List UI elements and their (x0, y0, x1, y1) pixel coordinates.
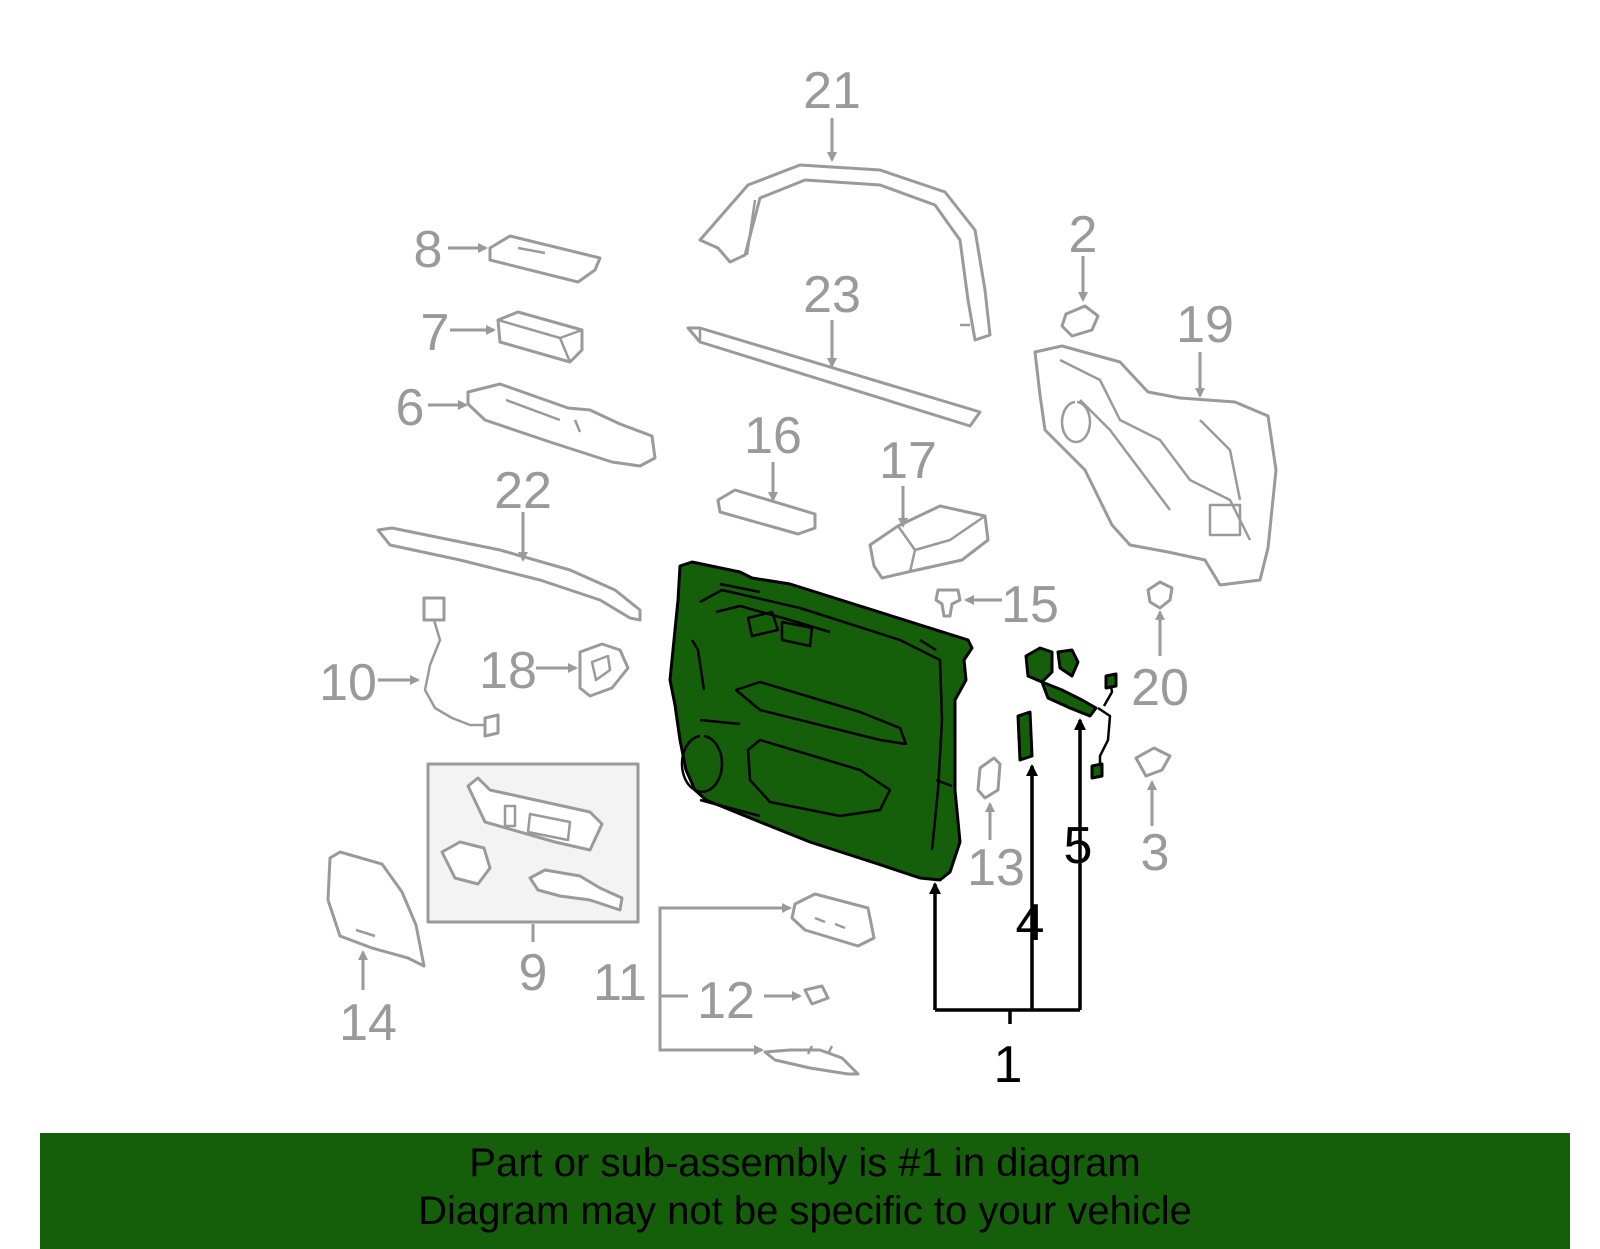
part-1-door-trim-panel (668, 560, 974, 882)
callout-21: 21 (803, 62, 861, 120)
banner-line-disclaimer: Diagram may not be specific to your vehi… (418, 1189, 1192, 1233)
part-22-upper-trim-strip (376, 526, 642, 622)
callout-20: 20 (1131, 659, 1189, 717)
callout-15: 15 (1001, 576, 1059, 634)
leader-11-upper (658, 903, 792, 982)
part-8-switch-bezel (488, 234, 602, 284)
part-3-clip (1134, 746, 1172, 778)
callout-3: 3 (1141, 824, 1170, 882)
callout-11: 11 (593, 954, 647, 1012)
part-5-switch-harness (1024, 646, 1118, 780)
part-18-handle-bezel (578, 642, 630, 698)
callout-2: 2 (1069, 206, 1098, 264)
part-23-belt-molding (686, 326, 982, 428)
part-10-wire-harness (422, 596, 500, 738)
part-15-fastener (934, 588, 962, 618)
callout-10: 10 (319, 654, 377, 712)
part-4-cover (1016, 710, 1034, 762)
part-12-small-switch (803, 984, 830, 1006)
callout-7: 7 (421, 304, 450, 362)
part-13-small-bezel (976, 756, 1002, 800)
callout-18: 18 (479, 642, 537, 700)
callout-8: 8 (414, 221, 443, 279)
callout-6: 6 (396, 379, 425, 437)
part-6-armrest-switch-panel (466, 382, 657, 468)
callout-13: 13 (967, 839, 1025, 897)
banner-line-part-number: Part or sub-assembly is #1 in diagram (469, 1141, 1141, 1185)
part-16-trim-cover (716, 488, 817, 536)
callout-23: 23 (803, 266, 861, 324)
part-19-door-module (1033, 344, 1278, 587)
callout-5: 5 (1064, 817, 1093, 875)
part-20-clip (1146, 580, 1174, 610)
callout-17: 17 (879, 432, 937, 490)
leader-11-lower (658, 982, 764, 1055)
callout-22: 22 (494, 462, 552, 520)
callout-12: 12 (697, 972, 755, 1030)
part-2-clip (1060, 304, 1100, 338)
part-14-lower-trim (326, 850, 426, 968)
part-11-lower-switch (763, 1045, 860, 1076)
callout-9: 9 (519, 944, 548, 1002)
callout-14: 14 (339, 994, 397, 1052)
part-11-upper-switch (790, 892, 876, 948)
part-7-window-switch (496, 310, 584, 364)
part-9-kit-box (426, 762, 640, 924)
part-21-window-frame-molding (698, 163, 992, 342)
callout-4: 4 (1016, 894, 1045, 952)
part-17-duct (868, 504, 990, 580)
callout-16: 16 (744, 407, 802, 465)
callout-1: 1 (994, 1036, 1023, 1094)
info-banner: Part or sub-assembly is #1 in diagram Di… (40, 1133, 1570, 1249)
callout-19: 19 (1176, 296, 1234, 354)
